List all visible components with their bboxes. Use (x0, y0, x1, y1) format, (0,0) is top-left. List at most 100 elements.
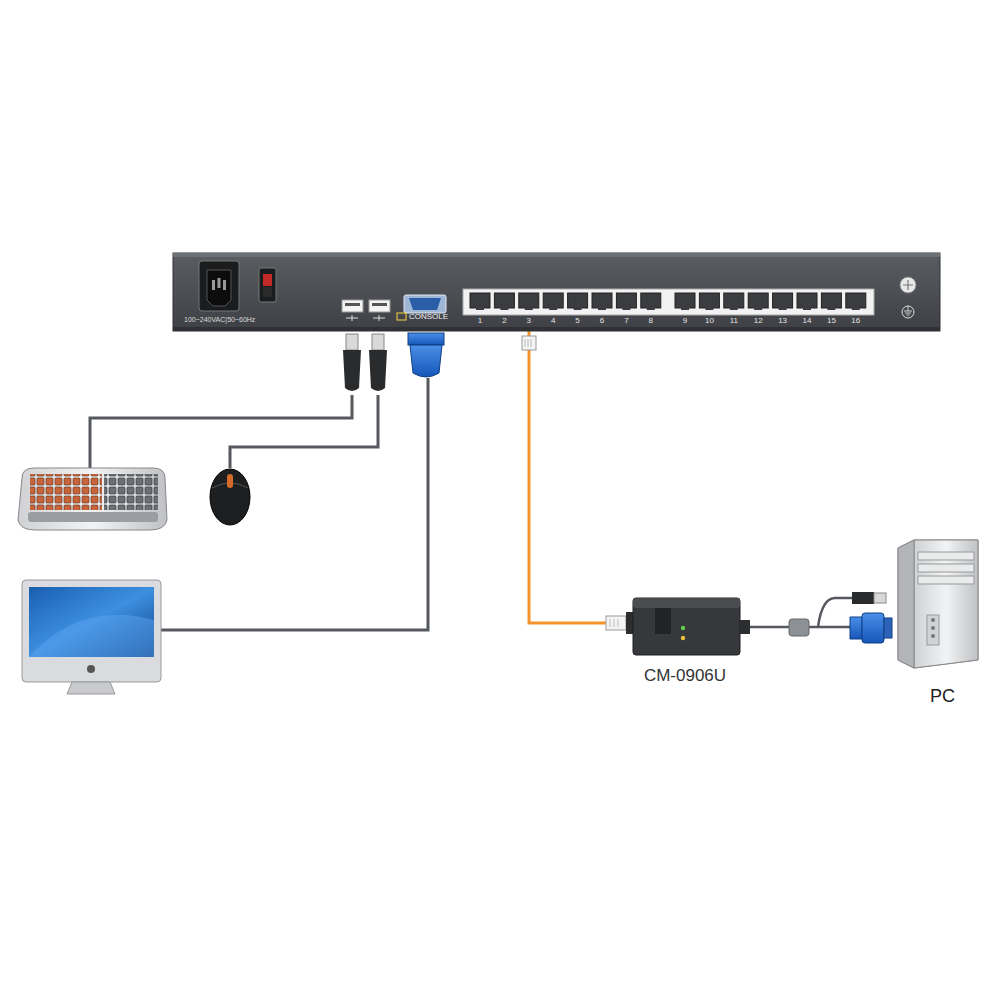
rj45-port-panel (598, 305, 606, 310)
usb-port (346, 315, 385, 321)
rj45-port-panel (463, 289, 874, 315)
rj45-port-panel (647, 305, 655, 310)
power-inlet (199, 261, 239, 311)
port-number: 5 (568, 317, 588, 325)
monitor (29, 615, 154, 657)
port-number: 7 (616, 317, 636, 325)
rj45-port-panel (463, 289, 874, 315)
kvm-chassis (173, 253, 940, 331)
console-cables (160, 378, 428, 630)
rj45-port-panel (574, 305, 582, 310)
pc-tower (918, 576, 974, 584)
usb-plug (343, 334, 387, 391)
vga-console-port (397, 313, 406, 320)
power-inlet (199, 261, 239, 311)
ground-terminal (904, 306, 912, 315)
pc-vga-plug (862, 613, 884, 643)
rj45-plug (522, 336, 536, 350)
keyboard (18, 468, 167, 530)
kvm-switch: 100~240VAC|50~60HzCONSOLE (173, 253, 940, 331)
keyboard (28, 512, 158, 522)
mouse (210, 469, 250, 525)
rj45-port-panel (525, 305, 533, 310)
usb-plug (346, 334, 358, 350)
rj45-plug (525, 339, 531, 347)
rj45-port-panel (827, 305, 835, 310)
mouse (227, 474, 233, 488)
usb-port (342, 300, 390, 321)
mouse (210, 469, 250, 525)
usb-branch (818, 598, 852, 627)
port-number: 11 (724, 317, 744, 325)
pc-tower (931, 618, 935, 622)
power-inlet (212, 280, 215, 290)
device-name: PC (891, 687, 994, 707)
keyboard (18, 468, 167, 530)
port-number: 13 (773, 317, 793, 325)
power-switch (263, 274, 272, 286)
port-number: 12 (748, 317, 768, 325)
rj45-port-panel (730, 305, 738, 310)
vga-plug (408, 333, 444, 377)
pc-usb-plug (852, 592, 886, 604)
vga-plug (408, 333, 444, 345)
port-number: 14 (797, 317, 817, 325)
power-switch (259, 268, 276, 302)
pc-computer: PC (891, 538, 994, 713)
ferrite-bead (789, 619, 809, 636)
ground-terminal (902, 306, 914, 318)
monitor (29, 587, 154, 657)
pc-tower (931, 626, 935, 630)
monitor (22, 580, 161, 694)
pc-usb-plug (874, 593, 886, 603)
pc-usb-plug (852, 592, 874, 604)
keyboard (30, 474, 102, 510)
usb-port (369, 300, 390, 312)
usb-port (342, 300, 363, 312)
power-inlet (218, 278, 221, 288)
usb-plug (343, 350, 361, 391)
rj45-port-panel (852, 305, 860, 310)
pc-tower (898, 540, 978, 668)
power-rating: 100~240VAC|50~60Hz (184, 316, 255, 324)
usb-port (372, 303, 387, 306)
power-inlet (223, 280, 226, 290)
ground-terminal (900, 277, 916, 318)
cm-0906u-dongle (681, 636, 685, 640)
cm-0906u-dongle (633, 598, 740, 655)
kvm-chassis (173, 253, 940, 331)
usb-branch (818, 598, 852, 627)
rj45-port-panel (803, 305, 811, 310)
rj45-port-panel (779, 305, 787, 310)
kvm-chassis (173, 327, 940, 331)
port-number: 8 (641, 317, 661, 325)
cm-0906u-dongle (740, 620, 750, 634)
ferrite-bead (789, 619, 809, 636)
pc-tower (914, 540, 978, 668)
monitor (87, 665, 95, 673)
vga-console-port (404, 295, 446, 313)
console-cables (90, 395, 352, 468)
usb-plug (369, 350, 387, 391)
cm-0906u-dongle (606, 616, 626, 630)
power-switch (263, 287, 272, 297)
usb-plug (372, 334, 384, 350)
cm-0906u-dongle (633, 598, 740, 608)
cm-0906u-dongle (681, 626, 685, 630)
rj45-port-panel (681, 305, 689, 310)
rj45-port-panel (470, 293, 866, 310)
cm-0906u-dongle (655, 608, 671, 634)
rj45-port-panel (476, 305, 484, 310)
usb-port (345, 303, 360, 306)
port-number: 6 (592, 317, 612, 325)
pc-tower (898, 540, 914, 668)
rj45-port-panel (549, 305, 557, 310)
monitor (22, 580, 161, 682)
pc-tower (931, 634, 935, 638)
extender-module: CM-0906U (621, 595, 749, 690)
pc-tower (898, 540, 978, 668)
port-number: 15 (821, 317, 841, 325)
rj45-port-panel (705, 305, 713, 310)
port-number: 10 (699, 317, 719, 325)
